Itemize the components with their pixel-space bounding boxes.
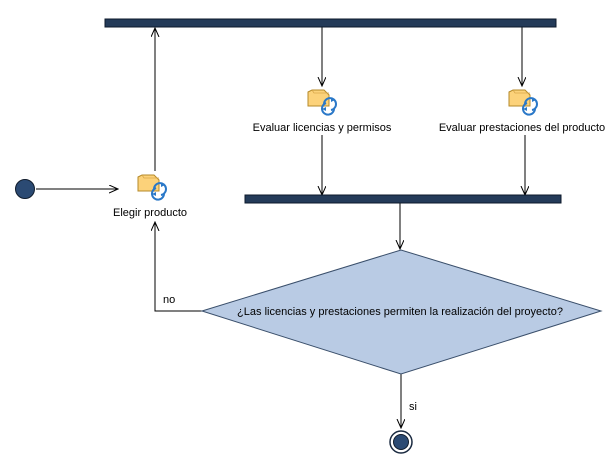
initial-node[interactable]	[15, 179, 35, 199]
activity-icon[interactable]	[307, 89, 337, 116]
decision-label: ¿Las licencias y prestaciones permiten l…	[237, 306, 563, 318]
activity-icon[interactable]	[508, 89, 538, 116]
edge-label-si: si	[409, 401, 417, 413]
decision-diamond[interactable]	[200, 249, 603, 375]
activity-label-elegir-producto: Elegir producto	[113, 207, 187, 219]
edge-label-no: no	[163, 294, 176, 306]
edge-decision-to-elegir	[155, 222, 202, 312]
join-bar[interactable]	[244, 194, 562, 204]
activity-label-evaluar-prestaciones: Evaluar prestaciones del producto	[438, 122, 606, 134]
activity-icon[interactable]	[137, 174, 167, 201]
activity-label-evaluar-licencias: Evaluar licencias y permisos	[252, 122, 392, 134]
fork-bar[interactable]	[104, 18, 557, 28]
final-node-inner	[393, 434, 409, 450]
